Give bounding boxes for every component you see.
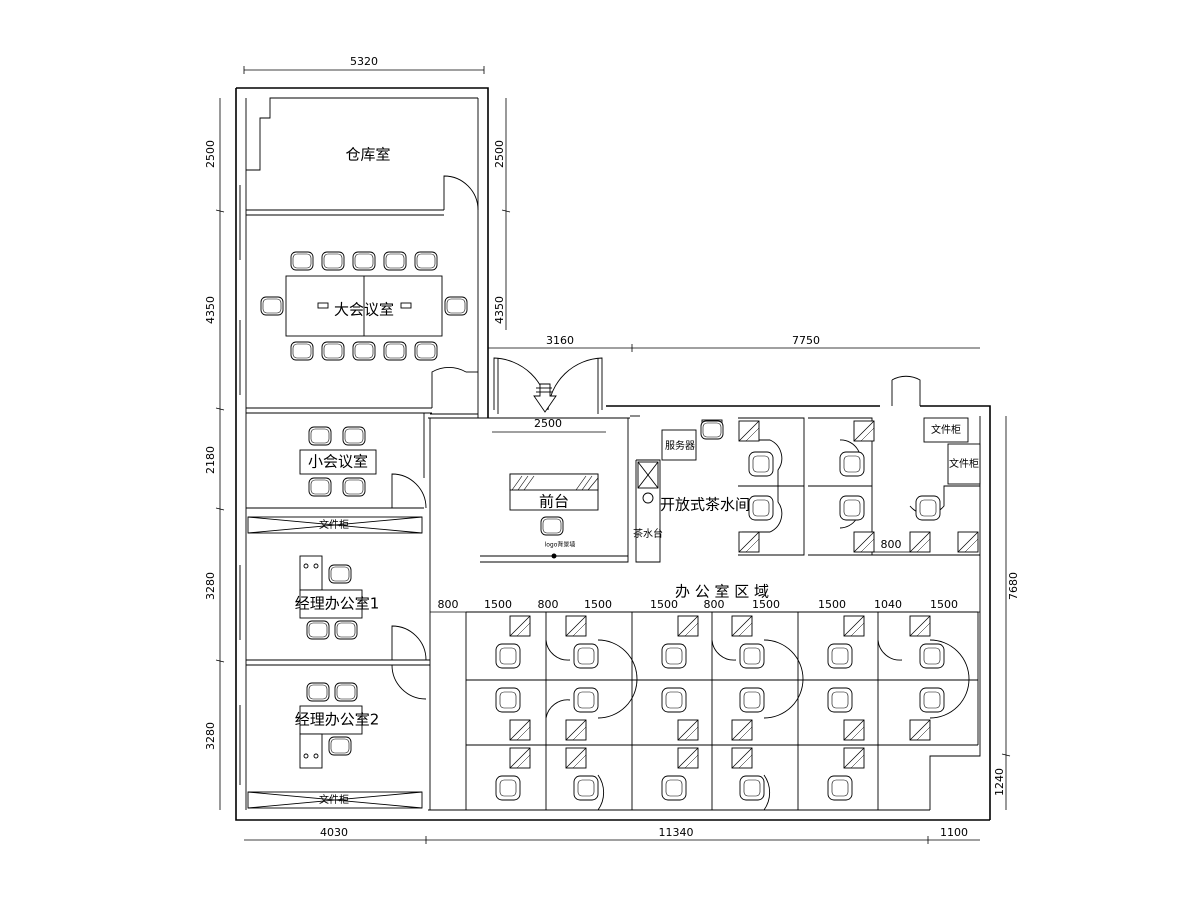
small-meeting-furniture <box>299 426 377 497</box>
dim-row-3: 1500 <box>584 598 612 611</box>
dim-row-0: 800 <box>438 598 459 611</box>
dim-pantry-gap: 800 <box>881 538 902 551</box>
dim-bottom-3: 1100 <box>940 826 968 839</box>
small-meeting-label: 小会议室 <box>308 453 368 471</box>
partitions <box>246 209 981 810</box>
large-meeting-label: 大会议室 <box>334 301 394 319</box>
manager-office-1-label: 经理办公室1 <box>295 595 380 613</box>
reception-furniture <box>509 473 599 559</box>
dim-row-6: 1500 <box>752 598 780 611</box>
dimension-text: 5320 2500 4350 2180 3280 3280 2500 4350 … <box>204 55 1020 839</box>
dim-left-2: 4350 <box>204 296 217 324</box>
dim-row-7: 1500 <box>818 598 846 611</box>
doors <box>391 175 921 700</box>
dim-left-1: 2500 <box>204 140 217 168</box>
office-area-label: 办 公 室 区 域 <box>675 583 769 601</box>
file-cabinet-label-right-2: 文件柜 <box>949 457 979 470</box>
warehouse-label: 仓库室 <box>345 146 390 164</box>
logo-wall-label: logo背景墙 <box>545 541 576 549</box>
server-label: 服务器 <box>665 439 695 452</box>
dim-right-2: 1240 <box>993 768 1006 796</box>
pantry-desks <box>700 417 980 556</box>
dim-inner-1: 2500 <box>493 140 506 168</box>
large-meeting-furniture <box>260 251 468 361</box>
dim-left-3: 2180 <box>204 446 217 474</box>
dim-row-4: 1500 <box>650 598 678 611</box>
walls <box>235 87 991 821</box>
dim-row-5: 800 <box>704 598 725 611</box>
manager-office-1-furniture <box>247 516 423 640</box>
dimension-lines <box>215 66 1011 844</box>
dim-bottom-1: 4030 <box>320 826 348 839</box>
manager-office-2-label: 经理办公室2 <box>295 711 380 729</box>
dim-inner-2: 4350 <box>493 296 506 324</box>
reception-label: 前台 <box>539 493 569 511</box>
dim-bottom-2: 11340 <box>659 826 694 839</box>
dim-row-2: 800 <box>538 598 559 611</box>
file-cabinet-label-bottom: 文件柜 <box>319 793 349 806</box>
dim-entry-width: 2500 <box>534 417 562 430</box>
dim-row-1: 1500 <box>484 598 512 611</box>
manager-office-2-furniture <box>247 682 423 809</box>
tea-counter-label: 茶水台 <box>633 527 663 540</box>
room-labels: 仓库室 大会议室 小会议室 前台 开放式茶水间 办 公 室 区 域 经理办公室1… <box>295 146 979 807</box>
pantry-label: 开放式茶水间 <box>660 496 750 514</box>
dim-left-5: 3280 <box>204 722 217 750</box>
dim-mid-1: 3160 <box>546 334 574 347</box>
dim-right-1: 7680 <box>1007 572 1020 600</box>
dim-top: 5320 <box>350 55 378 68</box>
file-cabinet-label-right-1: 文件柜 <box>931 423 961 436</box>
dim-mid-2: 7750 <box>792 334 820 347</box>
office-area-desks <box>465 611 979 811</box>
dim-left-4: 3280 <box>204 572 217 600</box>
dim-row-9: 1500 <box>930 598 958 611</box>
dim-row-8: 1040 <box>874 598 902 611</box>
file-cabinet-label-top: 文件柜 <box>319 518 349 531</box>
